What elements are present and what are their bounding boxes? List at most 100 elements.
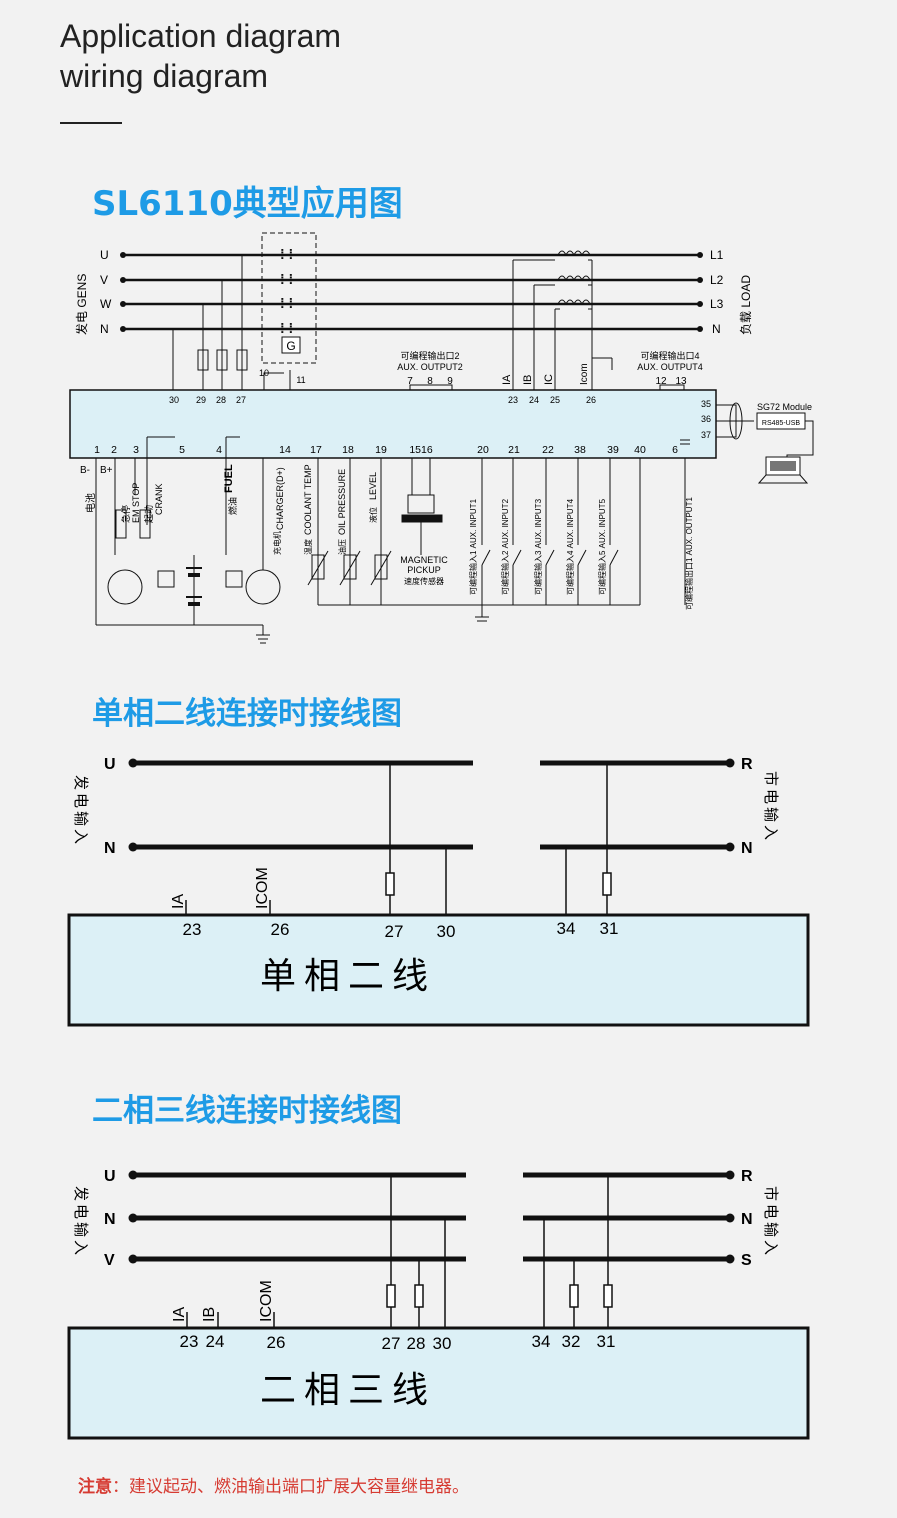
terminal-13: 13 (675, 376, 687, 387)
terminal-4: 4 (216, 444, 222, 456)
crank-en: CRANK (154, 483, 164, 515)
terminal-24: 24 (529, 395, 539, 405)
gen-phase-w: W (100, 297, 112, 311)
two-phase-line-s: S (741, 1252, 752, 1269)
current-label-ia: IA (501, 374, 513, 385)
load-phase-l1: L1 (710, 248, 724, 262)
two-phase-terminal-23: 23 (180, 1332, 199, 1351)
two-phase-diagram: 发电输入 市电输入 U N V R N S IA IB ICOM 23 24 2… (67, 1168, 810, 1440)
terminal-12: 12 (655, 376, 667, 387)
breaker-coil (281, 336, 301, 354)
aux-output2-zh: 可编程输出口2 (400, 350, 459, 361)
coolant-en: COOLANT TEMP (303, 464, 313, 535)
terminal-3: 3 (133, 444, 139, 456)
single-terminal-23: 23 (183, 920, 202, 939)
two-phase-line-n: N (104, 1211, 116, 1228)
phase-terminal-dot (697, 326, 703, 332)
crank-zh: 起动 (144, 505, 154, 523)
two-phase-line-v: V (104, 1252, 115, 1269)
charger-zh: 充电机 (272, 531, 282, 555)
breaker-contacts: ⁞ ⁞ ⁞ ⁞ ⁞ ⁞ ⁞ ⁞ (280, 246, 293, 336)
single-terminal-27: 27 (385, 922, 404, 941)
terminal-18: 18 (342, 444, 354, 456)
module-name: SG72 Module (757, 402, 812, 412)
terminal-11: 11 (296, 375, 305, 385)
phase-terminal-dot (697, 301, 703, 307)
svg-text:⁞ ⁞: ⁞ ⁞ (280, 246, 293, 262)
two-phase-title: 二相三线连接时接线图 (92, 1093, 402, 1129)
em-stop-en: EM STOP (131, 483, 141, 523)
terminal-30: 30 (169, 395, 179, 405)
gen-phase-n: N (100, 322, 109, 336)
two-phase-current-ib: IB (201, 1307, 218, 1322)
single-line-n-mains: N (741, 840, 753, 857)
svg-text:⁞ ⁞: ⁞ ⁞ (280, 271, 293, 287)
module-port: RS485-USB (762, 420, 800, 427)
load-phase-l2: L2 (710, 273, 724, 287)
note: 注意：建议起动、燃油输出端口扩展大容量继电器。 (78, 1472, 469, 1497)
two-phase-terminal-24: 24 (206, 1332, 225, 1351)
em-stop-zh: 急停 (120, 505, 131, 523)
aux-input-3: 可编程输入3 AUX. INPUT3 (533, 498, 543, 595)
two-phase-line-r: R (741, 1168, 753, 1185)
aux-input-4: 可编程输入4 AUX. INPUT4 (565, 498, 575, 595)
load-phase-n: N (712, 322, 721, 336)
two-phase-terminal-32: 32 (562, 1332, 581, 1351)
aux-output2-en: AUX. OUTPUT2 (397, 362, 463, 372)
fuel-en: FUEL (223, 464, 235, 493)
aux-output4-en: AUX. OUTPUT4 (637, 362, 703, 372)
terminal-1: 1 (94, 444, 100, 456)
oil-en: OIL PRESSURE (337, 469, 347, 535)
two-phase-line-n-mains: N (741, 1211, 753, 1228)
single-line-r: R (741, 756, 753, 773)
terminal-23: 23 (508, 395, 518, 405)
terminal-29: 29 (196, 395, 206, 405)
aux-input-1: 可编程输入1 AUX. INPUT1 (468, 498, 478, 595)
battery-neg: B- (80, 465, 90, 476)
note-text: ：建议起动、燃油输出端口扩展大容量继电器。 (112, 1477, 469, 1497)
phase-terminal-dot (120, 252, 126, 258)
terminal-10: 10 (259, 368, 269, 378)
terminal-37: 37 (701, 430, 711, 440)
phase-terminal-dot (697, 252, 703, 258)
single-gen-label: 发电输入 (72, 775, 89, 847)
pickup-en-2: PICKUP (407, 565, 441, 575)
terminal-7: 7 (407, 376, 413, 387)
two-phase-terminal-26: 26 (267, 1333, 286, 1352)
header-line-2: wiring diagram (60, 58, 269, 94)
terminal-9: 9 (447, 376, 453, 387)
single-phase-title: 单相二线连接时接线图 (92, 696, 402, 732)
terminal-27: 27 (236, 395, 246, 405)
typical-application-diagram: ⁞ ⁞ ⁞ ⁞ ⁞ ⁞ ⁞ ⁞ G 发电 GENS 负载 LOAD U V W … (69, 232, 814, 644)
gen-phase-v: V (100, 273, 108, 287)
single-current-ia: IA (170, 894, 187, 909)
two-phase-box-label: 二相三线 (260, 1369, 436, 1410)
single-mains-label: 市电输入 (762, 771, 779, 843)
aux-output-1: 可编程输出口1 AUX. OUTPUT1 (684, 497, 694, 610)
terminal-21: 21 (508, 444, 520, 456)
terminal-8: 8 (427, 376, 433, 387)
single-terminal-30: 30 (437, 922, 456, 941)
battery-zh: 电池 (84, 493, 97, 513)
terminal-22: 22 (542, 444, 554, 456)
header-divider (60, 122, 122, 124)
two-phase-terminal-28: 28 (407, 1334, 426, 1353)
phase-terminal-dot (697, 277, 703, 283)
two-phase-mains-label: 市电输入 (762, 1186, 779, 1258)
battery-pos: B+ (100, 465, 113, 476)
current-label-icom: Icom (579, 363, 590, 385)
current-label-ib: IB (522, 375, 534, 385)
svg-text:⁞ ⁞: ⁞ ⁞ (280, 320, 293, 336)
two-phase-terminal-30: 30 (433, 1334, 452, 1353)
aux-input-2: 可编程输入2 AUX. INPUT2 (500, 498, 510, 595)
phase-terminal-dot (120, 326, 126, 332)
aux-input-5: 可编程输入5 AUX. INPUT5 (597, 498, 607, 595)
single-terminal-34: 34 (557, 919, 576, 938)
pickup-zh: 速度传感器 (404, 576, 444, 586)
terminal-36: 36 (701, 414, 711, 424)
two-phase-terminal-27: 27 (382, 1334, 401, 1353)
terminal-14: 14 (279, 444, 291, 456)
single-line-n: N (104, 840, 116, 857)
single-box-label: 单相二线 (260, 955, 436, 996)
level-en: LEVEL (368, 472, 378, 500)
